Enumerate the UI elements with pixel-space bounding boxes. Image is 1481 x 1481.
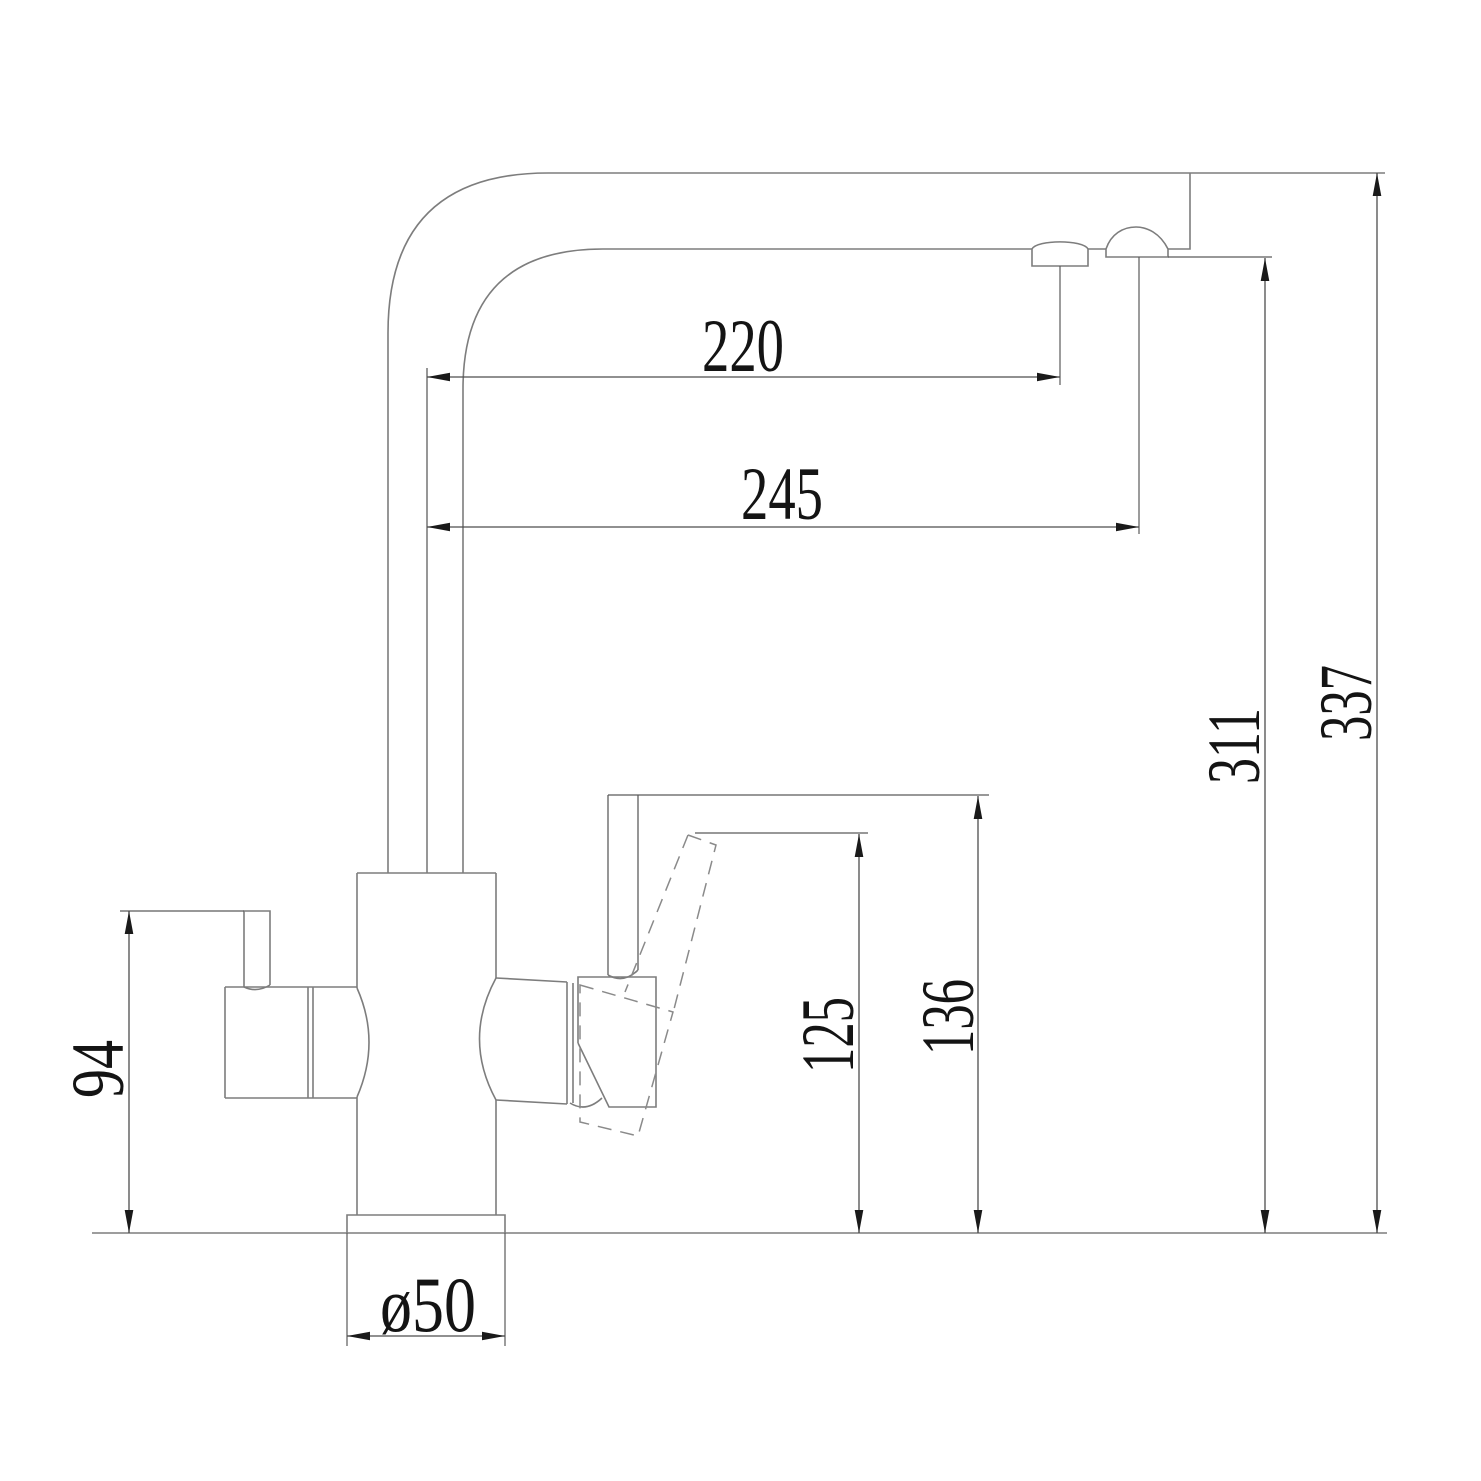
dimensions: 220 245 311 337 94 125 [57, 173, 1388, 1348]
left-lever-rod-base-arc [243, 984, 271, 991]
right-handle [495, 795, 657, 1108]
dimension-337: 337 [1305, 173, 1388, 1233]
dim-label-136: 136 [907, 979, 990, 1055]
right-lever-rod [607, 795, 639, 975]
outlet-bump-large [1105, 226, 1169, 258]
spout-outer-profile [387, 172, 1385, 873]
dimension-245: 245 [427, 257, 1140, 536]
dim-label-diameter-50: ø50 [380, 1261, 476, 1348]
dashed-cartridge [579, 984, 674, 1137]
right-connector-flare [495, 977, 574, 1105]
dim-label-245: 245 [741, 453, 823, 536]
dim-label-94: 94 [57, 1040, 140, 1098]
dimension-125: 125 [695, 832, 870, 1233]
dimension-diameter-50: ø50 [346, 1233, 506, 1348]
outlet-bump-small [1031, 241, 1089, 267]
dim-label-125: 125 [787, 997, 870, 1073]
dimension-94: 94 [57, 910, 244, 1233]
right-lever-rod-base-arc [607, 969, 639, 980]
base-flange [346, 1214, 506, 1233]
faucet-body [92, 872, 1387, 1234]
dashed-alt-lever-position [579, 834, 717, 1137]
spout [387, 172, 1385, 873]
left-handle-ring [307, 987, 314, 1098]
dim-label-311: 311 [1193, 708, 1276, 784]
ext-lines-base [346, 1233, 506, 1346]
body-right-waist-arc [478, 977, 497, 1101]
dimension-220: 220 [427, 266, 1061, 388]
dim-label-220: 220 [702, 305, 784, 388]
spout-inner-profile [462, 248, 1032, 873]
left-handle [224, 910, 357, 1099]
left-lever-rod [243, 910, 271, 987]
left-handle-body [224, 986, 357, 1099]
dashed-lever [624, 834, 717, 1014]
spout-tip [1168, 173, 1191, 250]
lever-swing-arc [569, 1097, 603, 1108]
dimension-136: 136 [608, 794, 990, 1233]
cartridge-housing [577, 976, 657, 1108]
dimension-311: 311 [1168, 256, 1276, 1233]
body-left-ball-arc [356, 987, 370, 1098]
faucet-outline [92, 172, 1387, 1234]
dim-label-337: 337 [1305, 665, 1388, 741]
